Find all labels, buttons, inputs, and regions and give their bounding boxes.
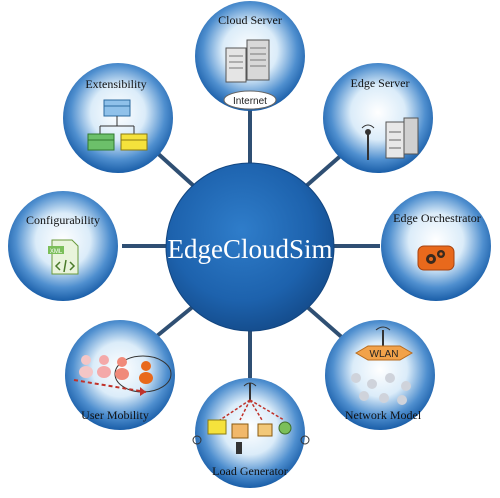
wlan-network-icon: WLAN	[351, 326, 413, 405]
center-node: EdgeCloudSim	[165, 162, 335, 332]
node-user-mobility: User Mobility	[65, 320, 175, 430]
connector-edge-server	[303, 150, 347, 189]
internet-cloud-icon: Internet	[223, 90, 277, 110]
network-model-circle	[325, 320, 435, 430]
load-generator-label: Load Generator	[212, 464, 288, 478]
extensibility-label: Extensibility	[85, 77, 146, 91]
node-network-model: WLAN Network Model	[325, 320, 435, 430]
internet-label: Internet	[233, 96, 267, 107]
node-edge-server: Edge Server	[323, 63, 433, 173]
xml-file-icon: XML	[48, 239, 79, 275]
edge-orchestrator-label: Edge Orchestrator	[393, 211, 481, 225]
connector-extensibility	[152, 148, 197, 189]
connector-network-model	[303, 303, 347, 342]
node-extensibility: Extensibility	[63, 63, 173, 173]
center-label: EdgeCloudSim	[167, 234, 332, 264]
node-load-generator: Load Generator	[192, 378, 310, 488]
wlan-label: WLAN	[370, 349, 399, 360]
user-mobility-label: User Mobility	[81, 408, 149, 422]
node-cloud-server: Cloud Server Internet	[195, 1, 305, 111]
edge-server-label: Edge Server	[351, 76, 410, 90]
cloud-server-label: Cloud Server	[218, 13, 282, 27]
xml-label: XML	[50, 249, 63, 255]
user-mobility-icon	[73, 355, 172, 396]
node-configurability: Configurability XML	[8, 191, 118, 301]
class-hierarchy-icon	[87, 99, 148, 151]
network-model-label: Network Model	[345, 408, 422, 422]
gears-icon	[417, 245, 455, 271]
center-circle	[165, 162, 335, 332]
devices-antenna-icon	[192, 382, 310, 454]
connector-user-mobility	[150, 303, 197, 342]
edge-server-icon	[361, 117, 419, 160]
configurability-label: Configurability	[26, 213, 100, 227]
load-generator-circle	[195, 378, 305, 488]
server-rack-icon	[225, 39, 270, 83]
node-edge-orchestrator: Edge Orchestrator	[381, 191, 491, 301]
